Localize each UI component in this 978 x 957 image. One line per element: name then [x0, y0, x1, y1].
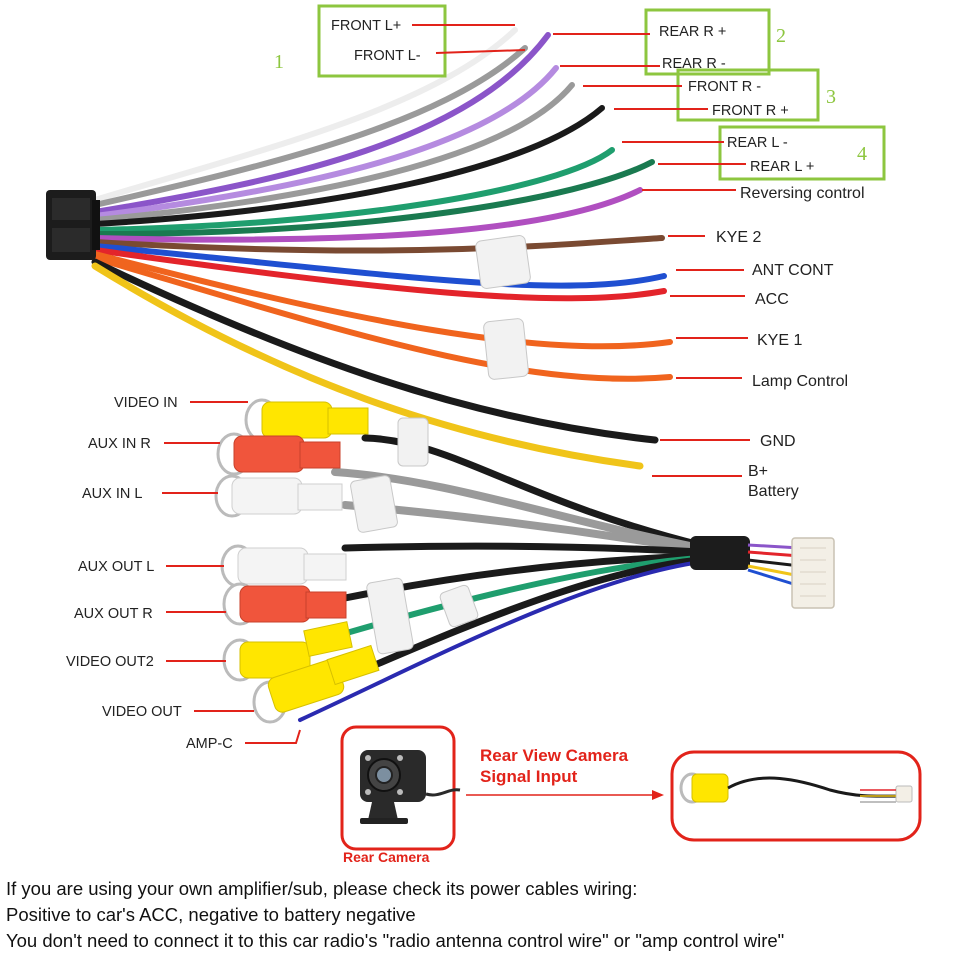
rca-aux-in-l [214, 474, 343, 518]
gnd-label: GND [760, 433, 796, 450]
front-r-plus-label: FRONT R + [712, 103, 789, 119]
group-1: 1 FRONT L+ FRONT L- [274, 4, 526, 78]
aux-out-l-label: AUX OUT L [78, 559, 154, 575]
camera-rca-plug [670, 750, 922, 842]
video-in-label: VIDEO IN [114, 395, 178, 411]
group-3: 3 FRONT R - FRONT R + [583, 68, 836, 122]
rear-r-minus-label: REAR R - [662, 56, 726, 72]
rca-bundle-connector [690, 536, 835, 609]
note-line-2: Positive to car's ACC, negative to batte… [6, 904, 416, 925]
amp-c-label: AMP-C [186, 736, 233, 752]
rca-video-out2 [222, 621, 353, 682]
rear-l-plus-label: REAR L + [750, 159, 814, 175]
group-1-box [317, 4, 447, 78]
wire-front-l-minus [92, 45, 528, 208]
note-line-1: If you are using your own amplifier/sub,… [6, 878, 638, 899]
rear-camera-label: Rear Camera [343, 849, 430, 865]
rca-wire-video-out [371, 556, 704, 669]
group-3-box [676, 68, 820, 122]
rca-wire-amp-c [298, 560, 702, 722]
rca-video-in [244, 398, 369, 442]
wire-label-tags [475, 235, 531, 380]
group-4: 4 REAR L - REAR L + [622, 125, 886, 181]
wire-rear-r-minus [92, 65, 559, 219]
wire-front-l-plus [92, 27, 518, 203]
aux-out-r-label: AUX OUT R [74, 606, 153, 622]
group-4-number: 4 [857, 143, 867, 165]
front-l-plus-label: FRONT L+ [331, 18, 401, 34]
lamp-control-label: Lamp Control [752, 373, 848, 390]
kye2-label: KYE 2 [716, 229, 761, 246]
camera-title-line1: Rear View Camera [480, 746, 629, 765]
rca-aux-out-l [220, 544, 347, 588]
camera-title-line2: Signal Input [480, 767, 578, 786]
rca-aux-in-r [216, 432, 341, 476]
video-out-label: VIDEO OUT [102, 704, 182, 720]
group-2: 2 REAR R + REAR R - [553, 8, 786, 76]
group-1-number: 1 [274, 51, 284, 73]
wiring-notes: If you are using your own amplifier/sub,… [6, 876, 976, 954]
group-2-number: 2 [776, 25, 786, 47]
video-out2-label: VIDEO OUT2 [66, 654, 154, 670]
left-labels: VIDEO IN AUX IN R AUX IN L AUX OUT L AUX… [66, 395, 301, 752]
group-3-number: 3 [826, 86, 836, 108]
aux-in-l-label: AUX IN L [82, 486, 142, 502]
wire-kye1 [92, 251, 673, 350]
wire-front-r-minus [92, 82, 575, 223]
wire-ant-cont [92, 243, 667, 289]
camera-frame [340, 725, 456, 851]
front-l-minus-label: FRONT L- [354, 48, 421, 64]
wire-kye2 [92, 235, 665, 254]
wire-rear-l-minus [92, 147, 615, 233]
wire-battery [91, 262, 644, 470]
wire-rear-l-plus [92, 159, 655, 238]
wire-front-r-plus [92, 105, 605, 227]
wire-reversing [92, 187, 643, 243]
acc-label: ACC [755, 291, 789, 308]
rca-connectors [214, 398, 380, 724]
front-r-minus-label: FRONT R - [688, 79, 761, 95]
bplus-label: B+ [748, 463, 768, 480]
group-2-box [644, 8, 771, 76]
rear-l-minus-label: REAR L - [727, 135, 788, 151]
power-harness-wires [91, 27, 673, 470]
camera-section: Rear View Camera Signal Input Rear Camer… [340, 725, 922, 865]
kye1-label: KYE 1 [757, 332, 802, 349]
aux-in-r-label: AUX IN R [88, 436, 151, 452]
rca-wire-aux-out-l [341, 542, 704, 556]
wire-acc [92, 247, 667, 302]
rca-video-out [252, 644, 380, 724]
ant-cont-label: ANT CONT [752, 262, 834, 279]
group-4-box [718, 125, 886, 181]
rear-r-plus-label: REAR R + [659, 24, 726, 40]
main-harness-connector [46, 190, 100, 260]
reversing-control-label: Reversing control [740, 185, 865, 202]
camera-icon [360, 750, 461, 824]
wire-gnd [91, 258, 659, 444]
battery-label: Battery [748, 483, 799, 500]
rca-aux-out-r [222, 582, 347, 626]
note-line-3: You don't need to connect it to this car… [6, 930, 785, 951]
wire-lamp [92, 255, 673, 382]
wire-rear-r-plus [92, 32, 551, 215]
rca-label-tags [350, 417, 479, 655]
right-labels: Reversing control KYE 2 ANT CONT ACC KYE… [642, 185, 865, 500]
